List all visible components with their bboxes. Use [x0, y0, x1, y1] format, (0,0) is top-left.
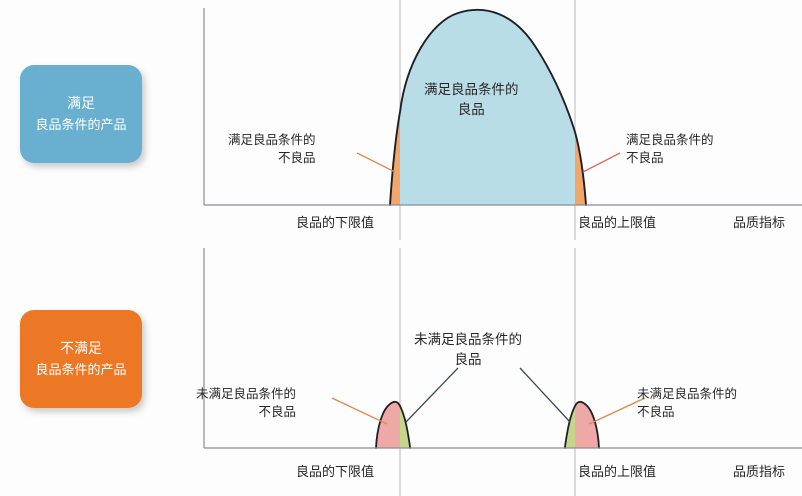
top-center-label: 满足良品条件的 良品 — [424, 80, 519, 119]
bottom-lower-limit-label: 良品的下限值 — [296, 464, 375, 479]
top-lower-limit-label: 良品的下限值 — [296, 215, 375, 230]
bottom-center-label: 未满足良品条件的 良品 — [414, 330, 522, 369]
bottom-left-defect-leader-line — [331, 397, 388, 425]
bottom-left-good-region — [400, 406, 410, 448]
top-distribution-curve — [389, 8, 587, 206]
bottom-right-good-leader-line — [519, 367, 571, 423]
top-right-leader-line — [582, 152, 621, 173]
bottom-chart-graphic — [190, 240, 802, 496]
bottom-left-distribution-curve — [375, 400, 411, 449]
top-left-leader-line — [356, 152, 396, 173]
bottom-left-defect-region — [376, 401, 400, 448]
top-center-label-line2: 良品 — [457, 101, 485, 117]
top-left-annotation: 满足良品条件的 不良品 — [228, 131, 316, 167]
category-box-qualified-line2: 良品条件的产品 — [35, 116, 127, 132]
bottom-left-good-leader-line — [405, 367, 459, 423]
top-right-annotation: 满足良品条件的 不良品 — [626, 131, 714, 167]
bottom-right-defect-region — [575, 401, 599, 448]
bottom-left-annotation-line1: 未满足良品条件的 — [196, 387, 297, 401]
category-box-qualified-line1: 满足 — [67, 95, 95, 112]
category-box-qualified: 满足 良品条件的产品 — [20, 65, 142, 163]
bottom-right-defect-leader-line — [588, 397, 646, 425]
bottom-chart-background — [190, 240, 802, 496]
top-left-annotation-line1: 满足良品条件的 — [228, 133, 316, 147]
bottom-right-annotation-line2: 不良品 — [637, 405, 675, 420]
top-upper-limit-label: 良品的上限值 — [578, 215, 657, 230]
top-left-annotation-line2: 不良品 — [278, 151, 316, 166]
bottom-center-label-line2: 良品 — [454, 351, 482, 367]
top-metric-axis-label: 品质指标 — [733, 215, 786, 230]
category-box-unqualified-line1: 不满足 — [60, 340, 102, 357]
top-chart-graphic — [190, 0, 802, 240]
top-chart-panel — [190, 0, 802, 240]
bottom-chart-panel — [190, 240, 802, 496]
bottom-right-good-region — [565, 406, 575, 448]
bottom-upper-limit-label: 良品的上限值 — [578, 464, 657, 479]
bottom-right-distribution-curve — [564, 400, 600, 449]
bottom-right-annotation-line1: 未满足良品条件的 — [637, 387, 738, 401]
bottom-left-annotation: 未满足良品条件的 不良品 — [196, 385, 296, 421]
top-right-annotation-line1: 满足良品条件的 — [626, 133, 714, 147]
bottom-metric-axis-label: 品质指标 — [733, 464, 786, 479]
bottom-right-annotation: 未满足良品条件的 不良品 — [637, 385, 737, 421]
bottom-center-label-line1: 未满足良品条件的 — [414, 332, 522, 347]
top-center-label-line1: 满足良品条件的 — [424, 82, 519, 97]
top-right-annotation-line2: 不良品 — [626, 151, 664, 166]
top-right-defect-region — [575, 132, 586, 205]
category-box-unqualified: 不满足 良品条件的产品 — [20, 310, 142, 408]
category-box-unqualified-line2: 良品条件的产品 — [35, 361, 127, 377]
bottom-left-annotation-line2: 不良品 — [258, 405, 297, 420]
top-good-region — [400, 9, 575, 205]
